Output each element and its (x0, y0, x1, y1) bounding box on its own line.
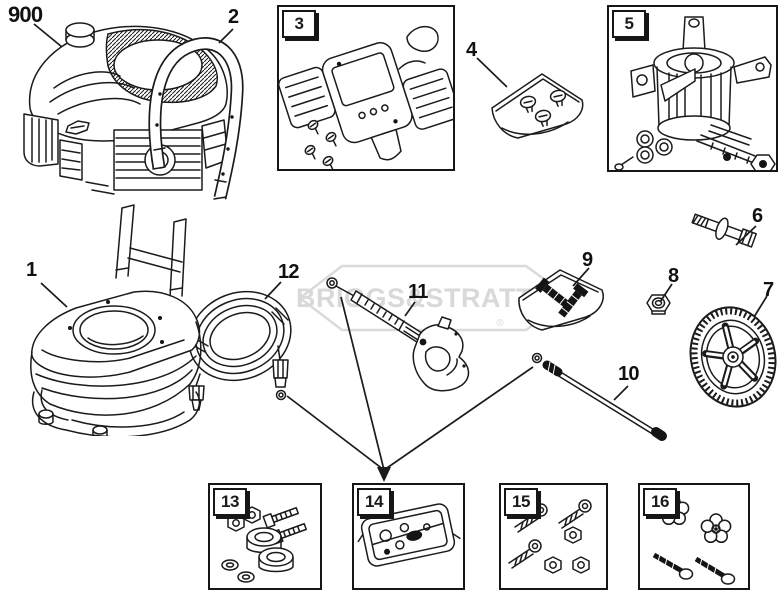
arrowhead-plate-kit (377, 467, 391, 482)
callout-label-fastener-bag: 4 (466, 39, 477, 61)
callout-label-handle: 2 (228, 6, 239, 28)
part-foot-kit-box: 13 (208, 483, 322, 590)
kit-screw (558, 499, 592, 529)
part-spray-gun (322, 274, 478, 396)
panel-screws (304, 119, 337, 169)
axle-rod-illustration (531, 352, 667, 441)
part-pump-box: 5 (607, 5, 778, 172)
box-number-screw-kit: 15 (504, 488, 538, 516)
part-panel-kit-box: 3 (277, 5, 455, 171)
part-plate-kit-box: 14 (352, 483, 465, 590)
part-frame (12, 198, 208, 436)
pump-illustration (614, 16, 776, 170)
callout-label-axle-bolt: 6 (752, 205, 763, 227)
kit-screw (508, 539, 542, 569)
frame-illustration (30, 204, 202, 436)
part-wheel (688, 304, 781, 410)
part-handle (143, 22, 258, 202)
carriage-bolt (694, 556, 736, 585)
bolt-bag-illustration (518, 269, 604, 331)
callout-label-spray-gun: 11 (408, 281, 428, 303)
part-axle-rod (528, 348, 676, 446)
panel-kit-illustration (279, 25, 453, 169)
part-knob-kit-box: 16 (638, 483, 750, 590)
part-fastener-bag (486, 64, 588, 144)
fastener-bag-illustration (491, 73, 584, 139)
plate-kit-illustration (357, 503, 461, 567)
nut-illustration (646, 294, 671, 315)
foot-kit-illustration (221, 506, 307, 583)
knob-kit-illustration (652, 495, 736, 585)
box-number-foot-kit: 13 (213, 488, 247, 516)
callout-label-engine: 900 (8, 2, 43, 27)
watermark-registered-mark: ® (496, 318, 504, 329)
callout-label-frame: 1 (26, 259, 37, 281)
callout-label-nut: 8 (668, 265, 679, 287)
part-screw-kit-box: 15 (499, 483, 608, 590)
part-bolt-bag (514, 262, 610, 336)
callout-label-axle-rod: 10 (618, 363, 639, 385)
carriage-bolt (652, 552, 694, 580)
spray-gun-illustration (326, 277, 470, 392)
box-number-panel-kit: 3 (282, 10, 316, 38)
wheel-illustration (689, 306, 777, 408)
screw-kit-illustration (508, 499, 592, 574)
callout-label-hose: 12 (278, 261, 299, 283)
part-nut (645, 292, 673, 316)
star-knob (700, 513, 732, 544)
handle-illustration (148, 37, 244, 200)
callout-label-wheel: 7 (763, 279, 774, 301)
box-number-plate-kit: 14 (357, 488, 391, 516)
box-number-pump: 5 (612, 10, 646, 38)
box-number-knob-kit: 16 (643, 488, 677, 516)
callout-label-bolt-bag: 9 (582, 249, 593, 271)
